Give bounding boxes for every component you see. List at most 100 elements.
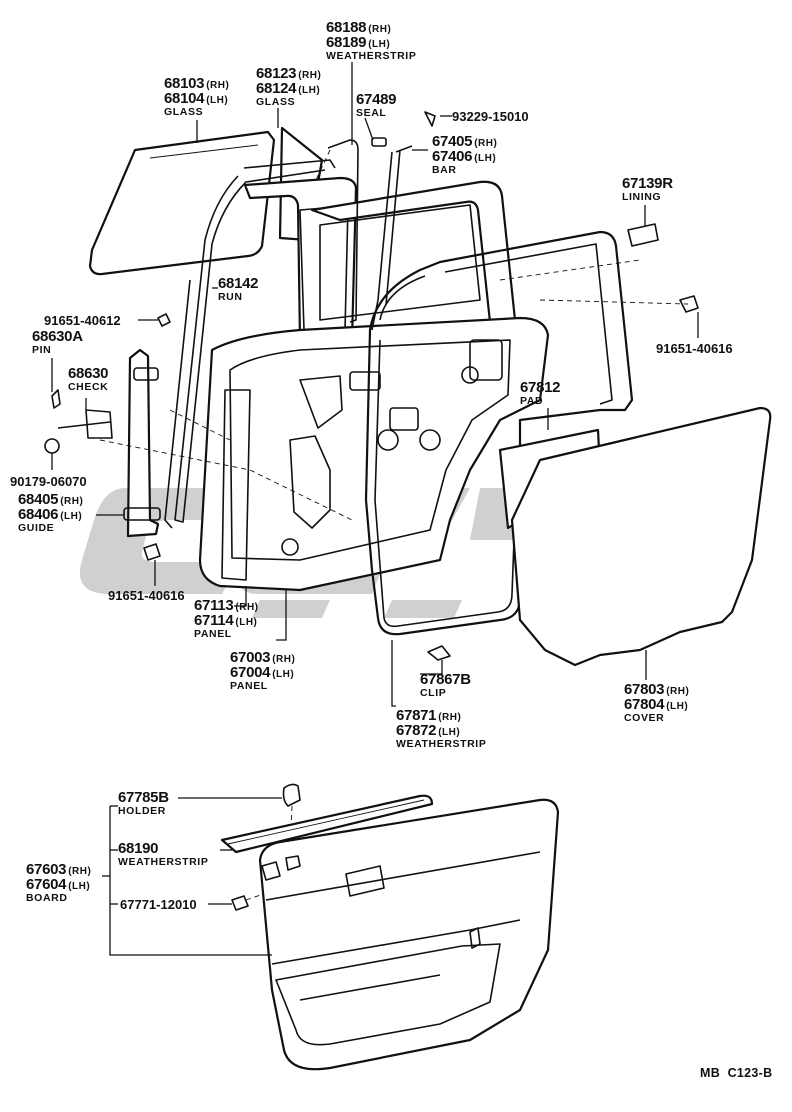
pn-rh: 67871 [396,707,437,724]
pn-lh: 67804 [624,696,665,713]
pn-lh: 68124 [256,80,297,97]
part-name: WEATHERSTRIP [396,738,487,750]
lh-suffix: (LH) [474,153,497,164]
label-holder: 67785B HOLDER [118,790,169,817]
label-seal: 67489 SEAL [356,91,397,119]
diagram-reference: MB C123-B [700,1066,773,1080]
pn-rh: 68103 [164,75,205,92]
pn-lh: 68189 [326,34,367,51]
part-name: PANEL [194,628,232,640]
pn: 68142 [218,275,259,292]
lh-suffix: (LH) [68,881,91,892]
label-bolt-right: 91651-40616 [656,341,733,356]
lining-drawing [627,223,659,247]
pn-rh: 67803 [624,681,665,698]
part-name: WEATHERSTRIP [326,50,417,62]
pn-rh: 67003 [230,649,271,666]
part-name: PIN [32,344,52,356]
pn-rh: 67405 [432,133,473,150]
pn: 67489 [356,91,397,108]
check-drawing [44,389,113,454]
clip-drawing [427,645,451,661]
lh-suffix: (LH) [60,511,83,522]
part-name: SEAL [356,107,387,119]
leader-lines-lower [102,797,282,956]
label-nut: 90179-06070 [10,474,87,489]
lh-suffix: (LH) [298,85,321,96]
pn: 67812 [520,379,561,396]
part-name: HOLDER [118,805,166,817]
label-weatherstrip-top: 68188(RH) 68189(LH) WEATHERSTRIP [326,20,416,62]
lh-suffix: (LH) [272,669,295,680]
pn: 67139R [622,175,673,192]
rh-suffix: (RH) [235,602,259,613]
pn: 68190 [118,840,159,857]
pn-rh: 67603 [26,861,67,878]
upper-weatherstrip-drawing [327,111,436,331]
door-frame-drawing [198,176,550,592]
lh-suffix: (LH) [368,39,391,50]
cover-drawing [510,406,772,667]
glass-front-drawing [88,130,276,276]
board-screw-drawing [231,895,249,911]
label-pad: 67812 PAD [520,379,561,407]
pn-lh: 67604 [26,876,67,893]
label-run: 68142 RUN [218,275,259,303]
pn-rh: 68123 [256,65,297,82]
rh-suffix: (RH) [474,138,498,149]
rh-suffix: (RH) [206,80,230,91]
label-check: 68630 CHECK [68,366,109,393]
leader-lines-upper [51,62,699,707]
part-name: WEATHERSTRIP [118,856,209,868]
pn-rh: 68188 [326,19,367,36]
part-name: CLIP [420,687,447,699]
rh-suffix: (RH) [272,654,296,665]
pn: 67867B [420,671,471,688]
rh-suffix: (RH) [666,686,690,697]
pn-lh: 68104 [164,90,205,107]
bolts-drawing [143,295,699,561]
rh-suffix: (RH) [298,70,322,81]
label-pin: 68630A PIN [32,329,83,356]
rh-suffix: (RH) [60,496,84,507]
board-weatherstrip-drawing [220,794,434,854]
label-screw: 93229-15010 [452,109,529,124]
pn-lh: 68406 [18,506,59,523]
pn-rh: 68405 [18,491,59,508]
holder-drawing [282,783,301,871]
door-weatherstrip-drawing [364,230,634,636]
part-name: CHECK [68,381,109,393]
part-name: GLASS [256,96,296,108]
lh-suffix: (LH) [206,95,229,106]
part-name: BAR [432,164,457,176]
label-panel: 67003(RH) 67004(LH) PANEL [230,650,295,692]
label-cover: 67803(RH) 67804(LH) COVER [624,682,689,724]
pn-lh: 67004 [230,664,271,681]
lh-suffix: (LH) [666,701,689,712]
run-drawing [164,159,336,529]
label-bolt-lower: 91651-40616 [108,588,185,603]
pn-lh: 67114 [194,612,234,629]
part-name: GLASS [164,106,204,118]
pn-lh: 67406 [432,148,473,165]
label-glass-quarter: 68123(RH) 68124(LH) GLASS [256,66,321,108]
pn-lh: 67872 [396,722,437,739]
pn: 68630A [32,328,83,345]
label-lining: 67139R LINING [622,176,673,203]
part-name: COVER [624,712,665,724]
label-board: 67603(RH) 67604(LH) BOARD [26,862,91,904]
label-bolt-upper: 91651-40612 [44,313,121,328]
label-panel-inner: 67113(RH) 67114(LH) PANEL [194,598,259,640]
label-weatherstrip-door: 67871(RH) 67872(LH) WEATHERSTRIP [396,708,486,750]
part-name: GUIDE [18,522,55,534]
rh-suffix: (RH) [368,24,392,35]
part-name: PANEL [230,680,268,692]
rh-suffix: (RH) [438,712,462,723]
guide-drawing [123,348,161,538]
part-name: BOARD [26,892,68,904]
label-bar: 67405(RH) 67406(LH) BAR [432,134,497,176]
label-weatherstrip-board: 68190 WEATHERSTRIP [118,841,208,868]
pn: 67785B [118,789,169,806]
